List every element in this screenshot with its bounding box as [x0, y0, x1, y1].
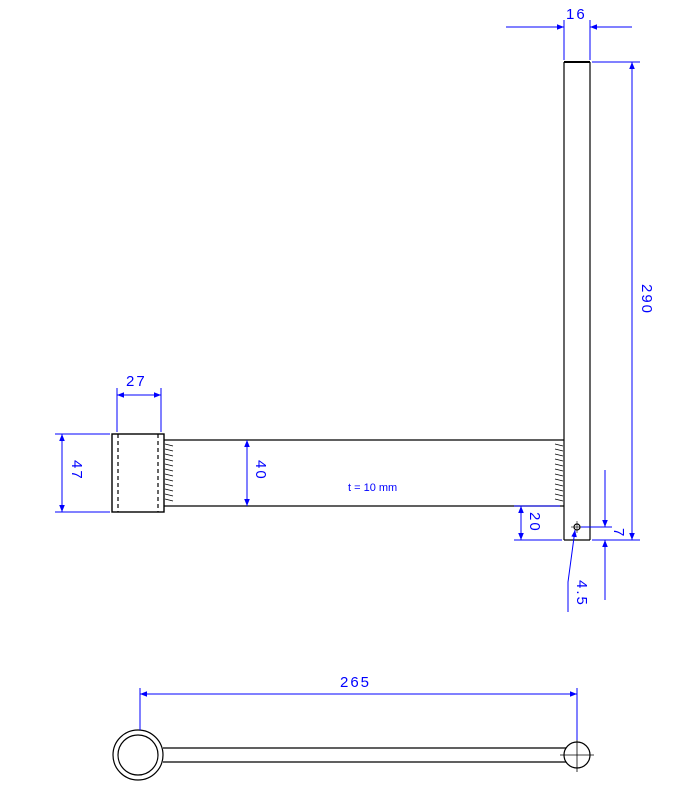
- sleeve: [111, 433, 165, 513]
- top-view: [112, 729, 594, 781]
- dim-7-text: 7: [610, 528, 627, 538]
- thickness-note: t = 10 mm: [348, 482, 397, 494]
- top-dimensions: [139, 688, 578, 740]
- sleeve-outer-circle: [112, 729, 164, 781]
- sleeve-inner-circle: [117, 734, 159, 776]
- front-dimensions: [55, 20, 640, 612]
- dim-265-text: 265: [340, 674, 371, 691]
- dim-16-text: 16: [566, 6, 587, 23]
- dim-290-text: 290: [638, 284, 655, 315]
- dim-47-text: 47: [68, 460, 85, 481]
- front-view: [111, 61, 591, 541]
- dim-4-5-text: 4.5: [573, 580, 590, 607]
- dim-20-text: 20: [526, 512, 543, 533]
- dim-4-5-leader: [567, 529, 577, 612]
- dim-40-text: 40: [252, 460, 269, 481]
- weld-left: [164, 443, 174, 502]
- weld-right: [554, 443, 564, 502]
- dim-27-text: 27: [126, 373, 147, 390]
